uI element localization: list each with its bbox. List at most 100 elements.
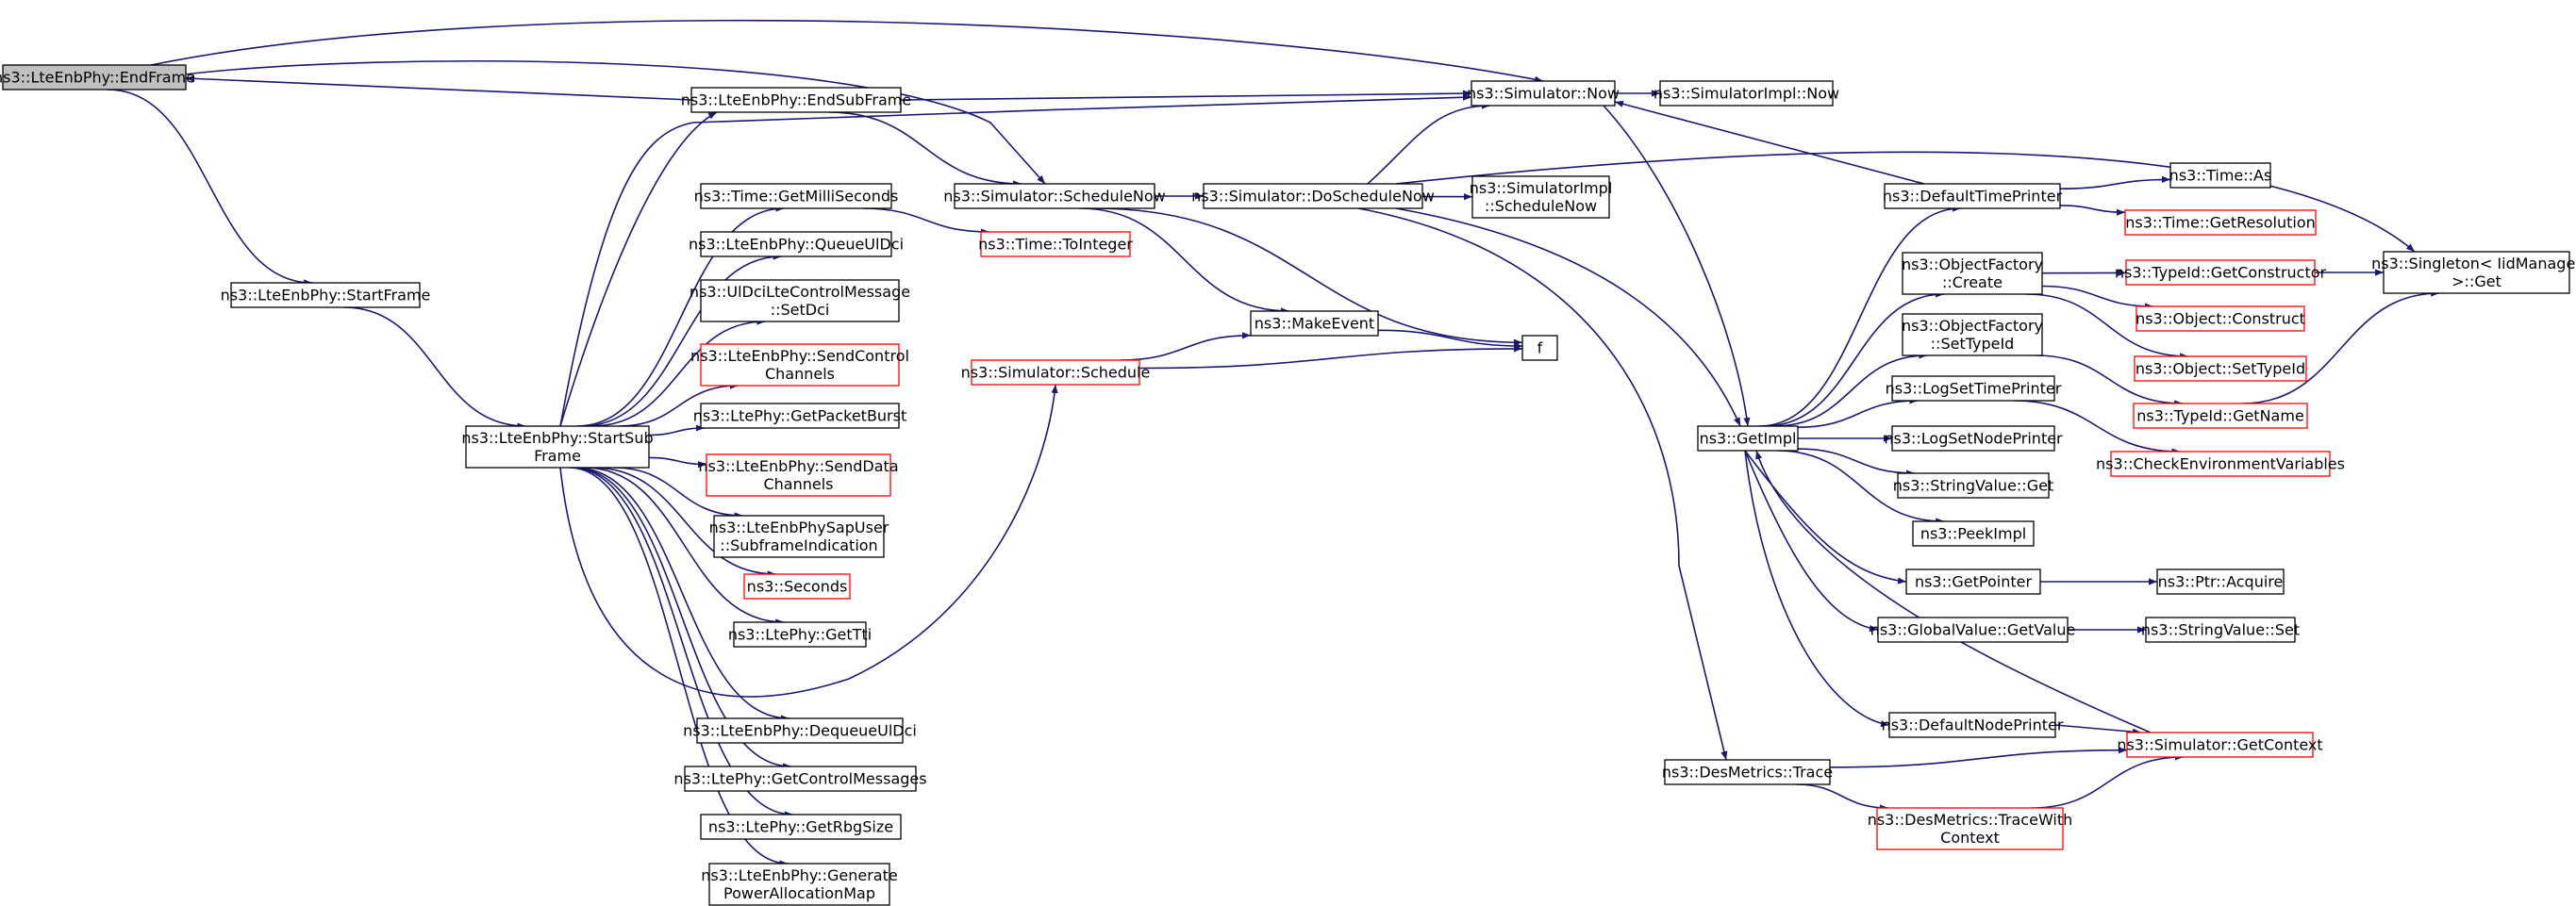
- edge-startframe-to-startsubframe: [343, 306, 526, 430]
- node-seconds[interactable]: ns3::Seconds: [743, 573, 851, 600]
- node-simimplschednow[interactable]: ns3::SimulatorImpl::ScheduleNow: [1470, 175, 1613, 219]
- node-box-startsubframe: [465, 425, 650, 469]
- node-desmetricstrace[interactable]: ns3::DesMetrics::Trace: [1662, 759, 1833, 785]
- node-label-senddata-line-1: ns3::LteEnbPhy::SendData: [698, 457, 898, 475]
- node-box-tointeger: [980, 231, 1131, 257]
- node-box-tracewithcontext: [1876, 807, 2064, 850]
- node-label-startframe: ns3::LteEnbPhy::StartFrame: [221, 287, 431, 305]
- node-label-peekimpl: ns3::PeekImpl: [1920, 525, 2026, 543]
- node-schedule[interactable]: ns3::Simulator::Schedule: [961, 359, 1151, 386]
- node-logsettimeprinter[interactable]: ns3::LogSetTimePrinter: [1886, 375, 2062, 402]
- node-objfactorycreate[interactable]: ns3::ObjectFactory::Create: [1902, 252, 2043, 295]
- node-getpacketburst[interactable]: ns3::LtePhy::GetPacketBurst: [693, 403, 907, 429]
- node-box-gettti: [733, 621, 867, 648]
- node-timeas[interactable]: ns3::Time::As: [2169, 162, 2272, 189]
- edge-startsubframe-to-gettti: [584, 467, 785, 626]
- edge-getcontext-to-getimpl: [1755, 450, 2152, 733]
- node-subframeind[interactable]: ns3::LteEnbPhySapUser::SubframeIndicatio…: [709, 515, 889, 558]
- node-box-schedulenow: [954, 183, 1155, 209]
- node-box-setdci: [700, 279, 900, 322]
- node-label-defaulttimeprinter: ns3::DefaultTimePrinter: [1883, 188, 2063, 206]
- node-label-getpacketburst: ns3::LtePhy::GetPacketBurst: [693, 407, 907, 425]
- node-endframe[interactable]: ns3::LteEnbPhy::EndFrame: [0, 64, 195, 91]
- node-tointeger[interactable]: ns3::Time::ToInteger: [978, 231, 1133, 257]
- node-box-stringvalueset: [2145, 617, 2296, 643]
- node-singletonget[interactable]: ns3::Singleton< IidManager >::Get: [2371, 251, 2576, 294]
- node-objconstruct[interactable]: ns3::Object::Construct: [2136, 305, 2305, 332]
- node-queueuldci[interactable]: ns3::LteEnbPhy::QueueUlDci: [689, 231, 904, 257]
- node-globalvaluegetvalue[interactable]: ns3::GlobalValue::GetValue: [1870, 617, 2076, 643]
- node-getcontrolmessages[interactable]: ns3::LtePhy::GetControlMessages: [673, 766, 927, 792]
- node-logsetnodeprinter[interactable]: ns3::LogSetNodePrinter: [1884, 425, 2063, 452]
- node-f[interactable]: f: [1521, 335, 1558, 361]
- node-simnow[interactable]: ns3::Simulator::Now: [1467, 80, 1620, 107]
- node-label-makeevent: ns3::MakeEvent: [1255, 315, 1374, 333]
- node-getrbgsize[interactable]: ns3::LtePhy::GetRbgSize: [700, 814, 902, 840]
- node-schedulenow[interactable]: ns3::Simulator::ScheduleNow: [943, 183, 1166, 209]
- node-objsettypeid[interactable]: ns3::Object::SetTypeId: [2134, 355, 2307, 382]
- node-defaulttimeprinter[interactable]: ns3::DefaultTimePrinter: [1883, 183, 2063, 209]
- node-label-subframeind-line-1: ns3::LteEnbPhySapUser: [709, 519, 889, 536]
- node-getimpl[interactable]: ns3::GetImpl: [1697, 425, 1799, 452]
- node-setdci[interactable]: ns3::UlDciLteControlMessage::SetDci: [690, 279, 910, 322]
- edge-endsubframe-to-simnow: [900, 90, 1472, 101]
- edge-getimpl-to-defaultnodeprinter: [1744, 450, 1890, 728]
- node-box-queueuldci: [700, 231, 892, 257]
- node-label-schedule: ns3::Simulator::Schedule: [961, 364, 1151, 382]
- node-label-defaultnodeprinter: ns3::DefaultNodePrinter: [1882, 717, 2064, 734]
- node-getpointer[interactable]: ns3::GetPointer: [1905, 568, 2041, 595]
- node-getresolution[interactable]: ns3::Time::GetResolution: [2124, 209, 2317, 236]
- node-gettti[interactable]: ns3::LtePhy::GetTti: [728, 621, 872, 648]
- node-label-stringvalueset: ns3::StringValue::Set: [2141, 621, 2300, 639]
- node-getmilliseconds[interactable]: ns3::Time::GetMilliSeconds: [694, 183, 899, 209]
- node-endsubframe[interactable]: ns3::LteEnbPhy::EndSubFrame: [681, 87, 911, 113]
- edge-endframe-to-startframe: [107, 89, 313, 287]
- node-box-getrbgsize: [700, 814, 902, 840]
- node-label-tointeger: ns3::Time::ToInteger: [978, 236, 1133, 254]
- node-peekimpl[interactable]: ns3::PeekImpl: [1912, 520, 2035, 547]
- node-defaultnodeprinter[interactable]: ns3::DefaultNodePrinter: [1882, 712, 2064, 738]
- edge-defaulttimeprinter-to-timeas: [2059, 175, 2171, 189]
- edge-getmilliseconds-to-tointeger: [862, 207, 989, 236]
- node-objfactorysettypeid[interactable]: ns3::ObjectFactory::SetTypeId: [1902, 313, 2043, 356]
- node-box-logsettimeprinter: [1891, 375, 2055, 402]
- edge-doschedulenow-to-singletonget: [1395, 151, 2416, 253]
- node-box-objconstruct: [2136, 305, 2305, 332]
- node-dequeueuldci[interactable]: ns3::LteEnbPhy::DequeueUlDci: [683, 717, 917, 744]
- edge-getimpl-to-globalvaluegetvalue: [1744, 450, 1879, 633]
- node-getcontext[interactable]: ns3::Simulator::GetContext: [2117, 732, 2323, 758]
- node-label-startsubframe-line-1: ns3::LteEnbPhy::StartSub: [461, 429, 653, 447]
- edge-schedulenow-to-makeevent: [1079, 207, 1290, 315]
- node-getconstructor[interactable]: ns3::TypeId::GetConstructor: [2115, 259, 2327, 286]
- node-box-defaulttimeprinter: [1884, 183, 2061, 209]
- node-startframe[interactable]: ns3::LteEnbPhy::StartFrame: [221, 282, 431, 308]
- node-box-logsetnodeprinter: [1891, 425, 2055, 452]
- node-stringvalueget[interactable]: ns3::StringValue::Get: [1893, 472, 2053, 499]
- node-ptracquire[interactable]: ns3::Ptr::Acquire: [2156, 568, 2285, 595]
- node-label-timeas: ns3::Time::As: [2169, 167, 2272, 185]
- node-label-objfactorysettypeid-line-2: ::SetTypeId: [1931, 335, 2015, 353]
- node-typeidgetname[interactable]: ns3::TypeId::GetName: [2133, 403, 2308, 429]
- edge-startsubframe-to-simnow: [559, 93, 1472, 427]
- edge-startsubframe-to-schedule: [559, 384, 1058, 698]
- node-label-schedulenow: ns3::Simulator::ScheduleNow: [943, 188, 1166, 206]
- edge-defaultnodeprinter-to-getcontext: [2054, 724, 2142, 735]
- edge-doschedulenow-to-simnow: [1367, 102, 1491, 185]
- edge-endsubframe-to-schedulenow: [828, 111, 1022, 188]
- node-generatepower[interactable]: ns3::LteEnbPhy::GeneratePowerAllocationM…: [701, 863, 898, 906]
- node-simimplnow[interactable]: ns3::SimulatorImpl::Now: [1654, 80, 1839, 107]
- node-label-singletonget-line-2: >::Get: [2451, 272, 2501, 290]
- node-makeevent[interactable]: ns3::MakeEvent: [1250, 310, 1379, 337]
- node-label-objfactorycreate-line-1: ns3::ObjectFactory: [1902, 255, 2043, 273]
- node-box-endsubframe: [690, 87, 902, 113]
- node-stringvalueset[interactable]: ns3::StringValue::Set: [2141, 617, 2300, 643]
- node-box-peekimpl: [1912, 520, 2035, 547]
- node-checkenv[interactable]: ns3::CheckEnvironmentVariables: [2096, 451, 2345, 477]
- node-box-getimpl: [1697, 425, 1799, 452]
- node-doschedulenow[interactable]: ns3::Simulator::DoScheduleNow: [1191, 183, 1435, 209]
